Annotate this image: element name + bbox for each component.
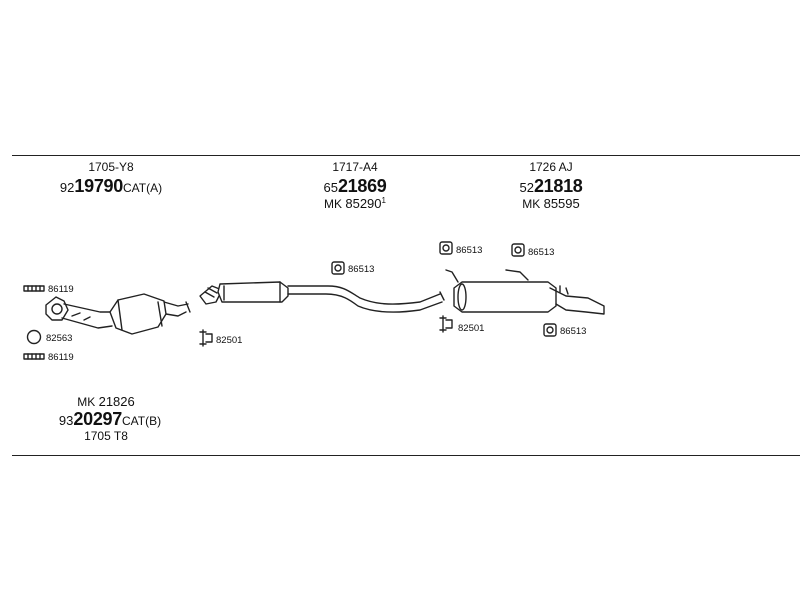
front-part-suffix: CAT(A) bbox=[122, 181, 163, 195]
rear-mk-number: 85595 bbox=[543, 196, 580, 211]
middle-silencer-part[interactable] bbox=[217, 281, 445, 313]
rear-mk-label: MK bbox=[522, 197, 541, 211]
hanger-icon-rear-left[interactable] bbox=[439, 241, 453, 255]
bottom-mk-number: 21826 bbox=[98, 394, 135, 409]
bottom-part-suffix: CAT(B) bbox=[121, 414, 162, 428]
callout-bolt-bottom: 86119 bbox=[48, 352, 74, 363]
rear-code: 1726 AJ bbox=[529, 160, 573, 174]
rear-silencer-part[interactable] bbox=[445, 269, 605, 315]
callout-bolt-top: 86119 bbox=[48, 284, 74, 295]
middle-mk-sup: 1 bbox=[381, 196, 386, 205]
bottom-divider-line bbox=[12, 455, 800, 456]
rear-part-main: 21818 bbox=[533, 176, 583, 196]
hanger-icon-rear-right[interactable] bbox=[511, 243, 525, 257]
ring-gasket-icon[interactable] bbox=[26, 329, 42, 345]
callout-clamp-rear: 82501 bbox=[458, 323, 484, 334]
front-part-prefix: 92 bbox=[59, 180, 75, 195]
middle-code: 1717-A4 bbox=[332, 160, 378, 174]
hanger-icon-rear-bottom[interactable] bbox=[543, 323, 557, 337]
callout-hanger-rear-right: 86513 bbox=[528, 247, 554, 258]
middle-part-number[interactable]: 6521869 bbox=[323, 177, 386, 196]
callout-ring: 82563 bbox=[46, 333, 72, 344]
top-divider-line bbox=[12, 155, 800, 156]
rear-clamp-icon[interactable] bbox=[439, 315, 453, 333]
callout-hanger-rear-bottom: 86513 bbox=[560, 326, 586, 337]
front-clamp-icon[interactable] bbox=[199, 329, 213, 347]
bottom-mk-label: MK bbox=[77, 395, 96, 409]
bolt-icon-top[interactable] bbox=[23, 285, 45, 292]
callout-clamp-front: 82501 bbox=[216, 335, 242, 346]
catalytic-converter-part[interactable] bbox=[109, 293, 191, 335]
middle-mk-number: 85290 bbox=[345, 196, 382, 211]
bottom-mk-kit[interactable]: MK 21826 bbox=[77, 395, 135, 408]
front-downpipe-part[interactable] bbox=[45, 296, 113, 329]
bottom-code: 1705 T8 bbox=[84, 429, 128, 443]
middle-mk-label: MK bbox=[324, 197, 343, 211]
bottom-part-main: 20297 bbox=[73, 409, 122, 429]
middle-part-prefix: 65 bbox=[323, 180, 338, 195]
rear-mk-kit[interactable]: MK 85595 bbox=[522, 197, 580, 210]
front-part-number[interactable]: 9219790CAT(A) bbox=[60, 177, 162, 196]
rear-part-number[interactable]: 5221818 bbox=[519, 177, 582, 196]
hanger-icon-mid[interactable] bbox=[331, 261, 345, 275]
front-part-main: 19790 bbox=[74, 176, 123, 196]
front-code: 1705-Y8 bbox=[88, 160, 134, 174]
bottom-part-prefix: 93 bbox=[58, 413, 74, 428]
callout-hanger-rear-left: 86513 bbox=[456, 245, 482, 256]
bottom-part-number[interactable]: 9320297CAT(B) bbox=[59, 410, 161, 429]
bolt-icon-bottom[interactable] bbox=[23, 353, 45, 360]
callout-hanger-mid: 86513 bbox=[348, 264, 374, 275]
middle-mk-kit[interactable]: MK 852901 bbox=[324, 196, 386, 211]
middle-part-main: 21869 bbox=[337, 176, 387, 196]
rear-part-prefix: 52 bbox=[519, 180, 534, 195]
